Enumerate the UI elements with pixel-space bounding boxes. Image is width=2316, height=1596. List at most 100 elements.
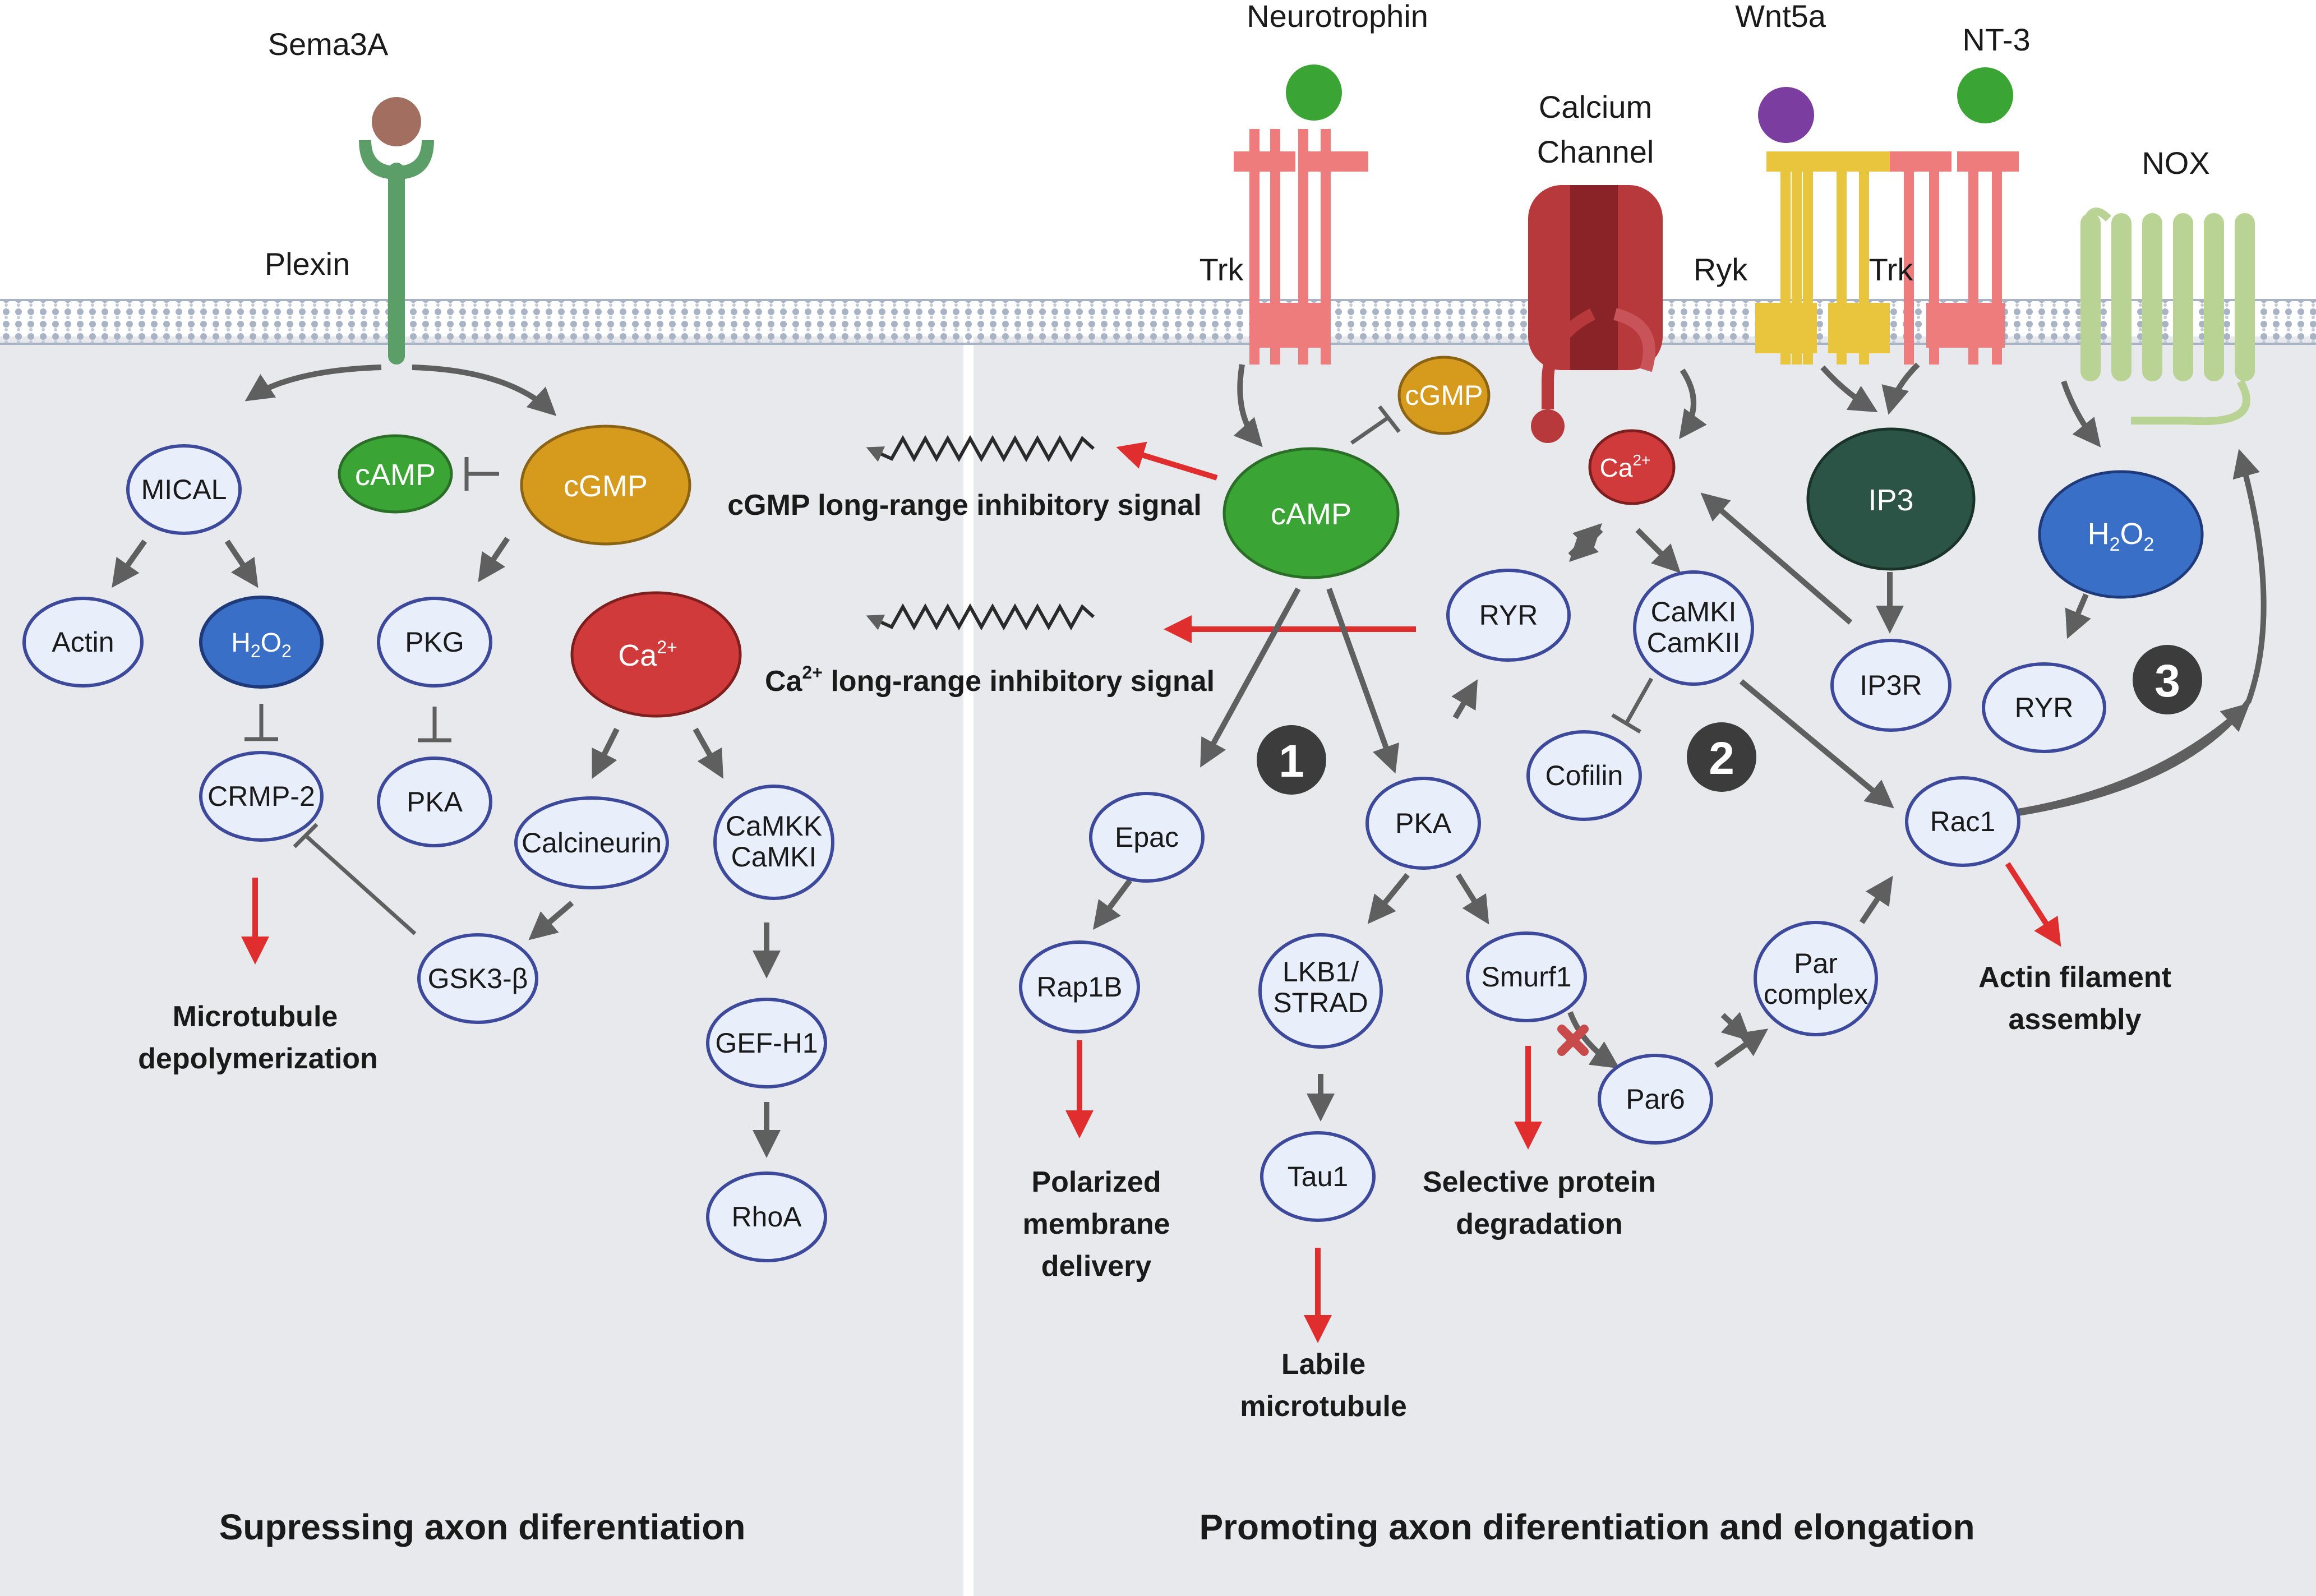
ryr-node-1: RYR [1446,569,1571,662]
lkb1-node: LKB1/ STRAD [1258,933,1383,1049]
trk-label-1: Trk [1199,252,1244,287]
ryk-label: Ryk [1694,252,1748,287]
wnt5a-ligand-icon [1758,87,1814,143]
camkk-node: CaMKK CaMKI [713,785,834,900]
polarized-outcome-2: membrane [1023,1208,1170,1240]
svg-text:CaMKI: CaMKI [1651,596,1737,628]
svg-text:cGMP: cGMP [564,469,648,503]
camp-node-left: cAMP [338,434,453,514]
mical-node: MICAL [126,444,242,535]
rap1b-node: Rap1B [1019,940,1140,1034]
svg-text:Rap1B: Rap1B [1037,971,1123,1003]
svg-text:Cofilin: Cofilin [1545,760,1623,791]
trk-label-2: Trk [1869,252,1914,287]
ca-node-right: Ca2+ [1588,429,1676,505]
labile-outcome-1: Labile [1281,1348,1365,1381]
svg-text:2: 2 [1709,733,1734,784]
sema3a-ligand-icon [372,97,421,146]
svg-text:CamKII: CamKII [1647,627,1741,658]
nt3-ligand-icon [1957,67,2013,123]
camki-node: CaMKI CamKII [1633,570,1754,686]
camp-node-right: cAMP [1222,447,1400,579]
ryk-receptor [1755,87,1890,365]
ip3r-node: IP3R [1830,639,1951,732]
cgmp-signal-label: cGMP long-range inhibitory signal [727,489,1202,522]
svg-text:CaMKI: CaMKI [731,841,817,873]
actin-outcome-1: Actin filament [1978,961,2171,994]
svg-text:RYR: RYR [1479,599,1538,631]
trk-receptor-1 [1234,64,1368,365]
nt3-label: NT-3 [1962,22,2030,57]
calcium-channel-label-1: Calcium [1539,89,1652,124]
calcium-channel [1528,185,1663,443]
svg-text:Smurf1: Smurf1 [1481,961,1571,993]
svg-text:Par6: Par6 [1626,1083,1685,1115]
par-complex-node: Par complex [1754,921,1878,1036]
trk-receptor-2 [1890,67,2019,365]
wnt5a-label: Wnt5a [1735,0,1826,34]
left-panel-arrows [112,365,781,1158]
step-badge-2: 2 [1687,722,1756,792]
step-badge-1: 1 [1257,725,1326,795]
svg-text:IP3: IP3 [1868,483,1913,517]
plexin-label: Plexin [265,246,350,282]
svg-text:Tau1: Tau1 [1288,1161,1348,1192]
svg-text:GEF-H1: GEF-H1 [715,1027,818,1059]
cgmp-long-range-signal [866,435,1218,481]
svg-text:Calcineurin: Calcineurin [522,827,662,859]
plexin-receptor [359,97,434,365]
svg-text:STRAD: STRAD [1273,987,1368,1018]
step-badge-3: 3 [2133,645,2202,714]
microtubule-outcome-2: depolymerization [138,1043,378,1075]
sema3a-label: Sema3A [268,26,389,62]
svg-text:GSK3-β: GSK3-β [428,963,528,994]
pkg-node: PKG [377,597,492,688]
ca-signal-label: Ca2+ long-range inhibitory signal [765,662,1215,698]
ryr-node-2: RYR [1982,662,2106,753]
nox-label: NOX [2142,145,2209,181]
svg-text:Ca2+: Ca2+ [618,637,677,672]
ca-long-range-signal [866,603,1416,643]
neurotrophin-ligand-icon [1286,64,1342,121]
svg-text:cGMP: cGMP [1405,380,1483,411]
epac-node: Epac [1089,792,1205,883]
right-panel-red-arrows [1065,862,2061,1343]
svg-text:PKA: PKA [1395,808,1452,839]
tau1-node: Tau1 [1260,1131,1376,1222]
svg-text:3: 3 [2154,656,2180,707]
svg-text:complex: complex [1764,979,1868,1010]
blocked-x-icon [1557,1025,1589,1056]
right-panel-footer: Promoting axon diferentiation and elonga… [1199,1507,1974,1547]
nox-enzyme [2080,207,2255,426]
crmp2-node: CRMP-2 [199,751,324,842]
pka-node-left: PKA [377,757,492,847]
rac1-node: Rac1 [1905,776,2020,867]
svg-text:Ca2+: Ca2+ [1600,451,1651,482]
selective-outcome-2: degradation [1456,1208,1623,1240]
h2o2-node-right: H2O2 [2038,470,2204,599]
svg-text:RhoA: RhoA [731,1201,802,1233]
left-panel-inhibitions [244,457,499,935]
cgmp-node-left: cGMP [520,425,691,546]
left-panel-footer: Supressing axon diferentiation [219,1507,746,1547]
cofilin-node: Cofilin [1526,730,1642,821]
svg-text:H2O2: H2O2 [231,628,292,661]
calcineurin-node: Calcineurin [514,796,669,889]
ip3-node: IP3 [1806,427,1976,571]
svg-text:PKA: PKA [407,786,463,818]
calcium-channel-label-2: Channel [1537,134,1654,169]
actin-outcome-2: assembly [2008,1003,2141,1036]
polarized-outcome-3: delivery [1041,1250,1152,1283]
svg-text:Rac1: Rac1 [1930,806,1996,837]
cgmp-node-small: cGMP [1397,356,1491,435]
ca-node-left: Ca2+ [570,591,742,718]
svg-text:Par: Par [1794,948,1838,979]
svg-text:cAMP: cAMP [355,458,436,492]
labile-outcome-2: microtubule [1240,1390,1407,1423]
svg-text:H2O2: H2O2 [2088,517,2154,555]
svg-text:LKB1/: LKB1/ [1282,956,1359,988]
gefh1-node: GEF-H1 [706,998,827,1088]
smurf1-node: Smurf1 [1466,931,1587,1022]
pka-node-right: PKA [1365,777,1481,870]
gsk3b-node: GSK3-β [417,933,538,1024]
